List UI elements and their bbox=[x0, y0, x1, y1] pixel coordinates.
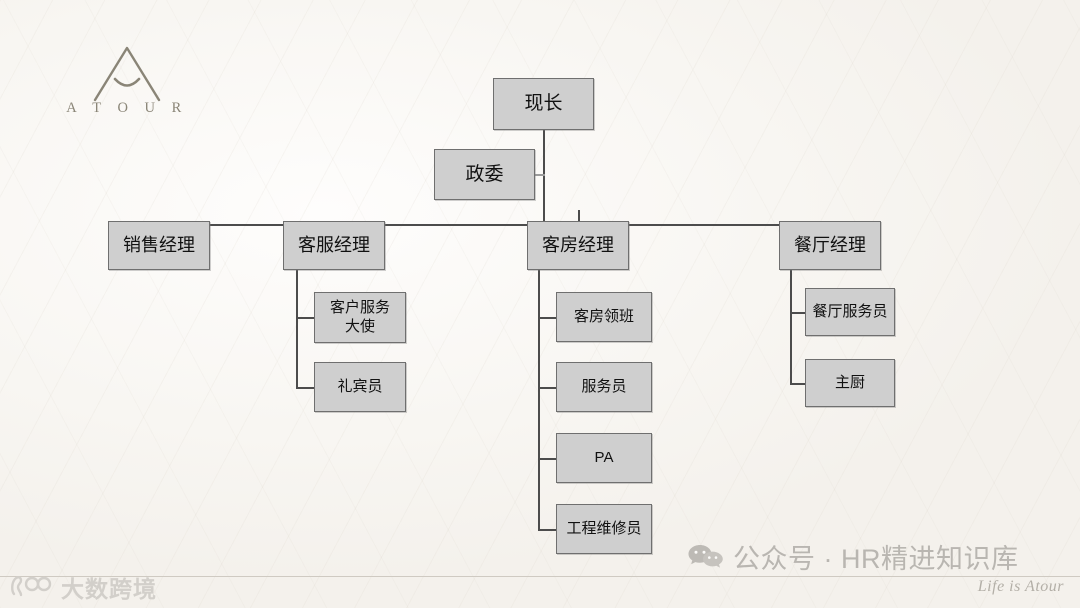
atour-mountain-icon bbox=[93, 46, 161, 102]
org-node-label: 工程维修员 bbox=[566, 519, 642, 537]
org-node-maintenance-technician[interactable]: 工程维修员 bbox=[556, 504, 652, 554]
org-node-pa[interactable]: PA bbox=[556, 433, 652, 483]
source-watermark-label: 大数跨境 bbox=[61, 576, 157, 602]
atour-logo: A T O U R bbox=[62, 38, 192, 124]
org-node-label: 餐厅经理 bbox=[794, 235, 866, 256]
org-node-general-manager[interactable]: 现长 bbox=[493, 78, 594, 130]
org-node-label: 销售经理 bbox=[123, 235, 195, 256]
connector-stub-chef bbox=[790, 383, 805, 385]
org-node-guest-service-manager[interactable]: 客服经理 bbox=[283, 221, 385, 270]
org-node-label: 礼宾员 bbox=[337, 377, 383, 395]
atour-wordmark: A T O U R bbox=[66, 100, 188, 116]
org-node-sales-manager[interactable]: 销售经理 bbox=[108, 221, 210, 270]
connector-stub-pa bbox=[538, 458, 556, 460]
org-node-label: 餐厅服务员 bbox=[812, 302, 888, 320]
org-node-head-chef[interactable]: 主厨 bbox=[805, 359, 895, 407]
connector-spine-guest-service bbox=[296, 270, 298, 388]
org-node-label-line2: 大使 bbox=[344, 317, 375, 335]
org-node-commissar[interactable]: 政委 bbox=[434, 149, 535, 200]
connector-ceo-spine bbox=[543, 130, 545, 225]
org-node-room-attendant[interactable]: 服务员 bbox=[556, 362, 652, 412]
wechat-watermark: 公众号 · HR精进知识库 bbox=[688, 537, 1019, 576]
connector-spine-restaurant bbox=[790, 270, 792, 384]
org-node-room-supervisor[interactable]: 客房领班 bbox=[556, 292, 652, 342]
org-node-label: 主厨 bbox=[834, 373, 865, 391]
org-node-concierge[interactable]: 礼宾员 bbox=[314, 362, 406, 412]
connector-stub-maintenance bbox=[538, 529, 556, 531]
org-node-label: PA bbox=[594, 448, 614, 466]
org-node-label-line1: 客户服务 bbox=[329, 298, 390, 316]
dashu-kuajing-icon bbox=[11, 576, 52, 597]
wechat-icon bbox=[688, 544, 723, 568]
footer-divider bbox=[0, 576, 1080, 577]
connector-managers-bus bbox=[159, 224, 831, 226]
wechat-watermark-label: 公众号 · HR精进知识库 bbox=[733, 544, 1019, 574]
org-node-label: 客房经理 bbox=[542, 235, 614, 256]
org-node-restaurant-manager[interactable]: 餐厅经理 bbox=[779, 221, 881, 270]
org-node-restaurant-server[interactable]: 餐厅服务员 bbox=[805, 288, 895, 336]
org-node-label: 现长 bbox=[524, 93, 563, 115]
connector-commissar-stub bbox=[535, 174, 545, 176]
source-watermark: 大数跨境 bbox=[10, 570, 157, 604]
org-node-rooms-manager[interactable]: 客房经理 bbox=[527, 221, 629, 270]
connector-spine-rooms bbox=[538, 270, 540, 530]
connector-stub-attendant bbox=[538, 387, 556, 389]
connector-stub-room-supervisor bbox=[538, 317, 556, 319]
org-node-label: 政委 bbox=[465, 163, 504, 185]
org-node-label: 客房领班 bbox=[573, 307, 634, 325]
connector-stub-concierge bbox=[296, 387, 314, 389]
connector-stub-restaurant-server bbox=[790, 312, 805, 314]
connector-stub-customer-ambassador bbox=[296, 317, 314, 319]
brand-tagline: Life is Atour bbox=[977, 578, 1064, 595]
org-node-label: 客服经理 bbox=[298, 235, 370, 256]
org-node-customer-service-ambassador[interactable]: 客户服务 大使 bbox=[314, 292, 406, 343]
org-node-label: 服务员 bbox=[581, 377, 627, 395]
